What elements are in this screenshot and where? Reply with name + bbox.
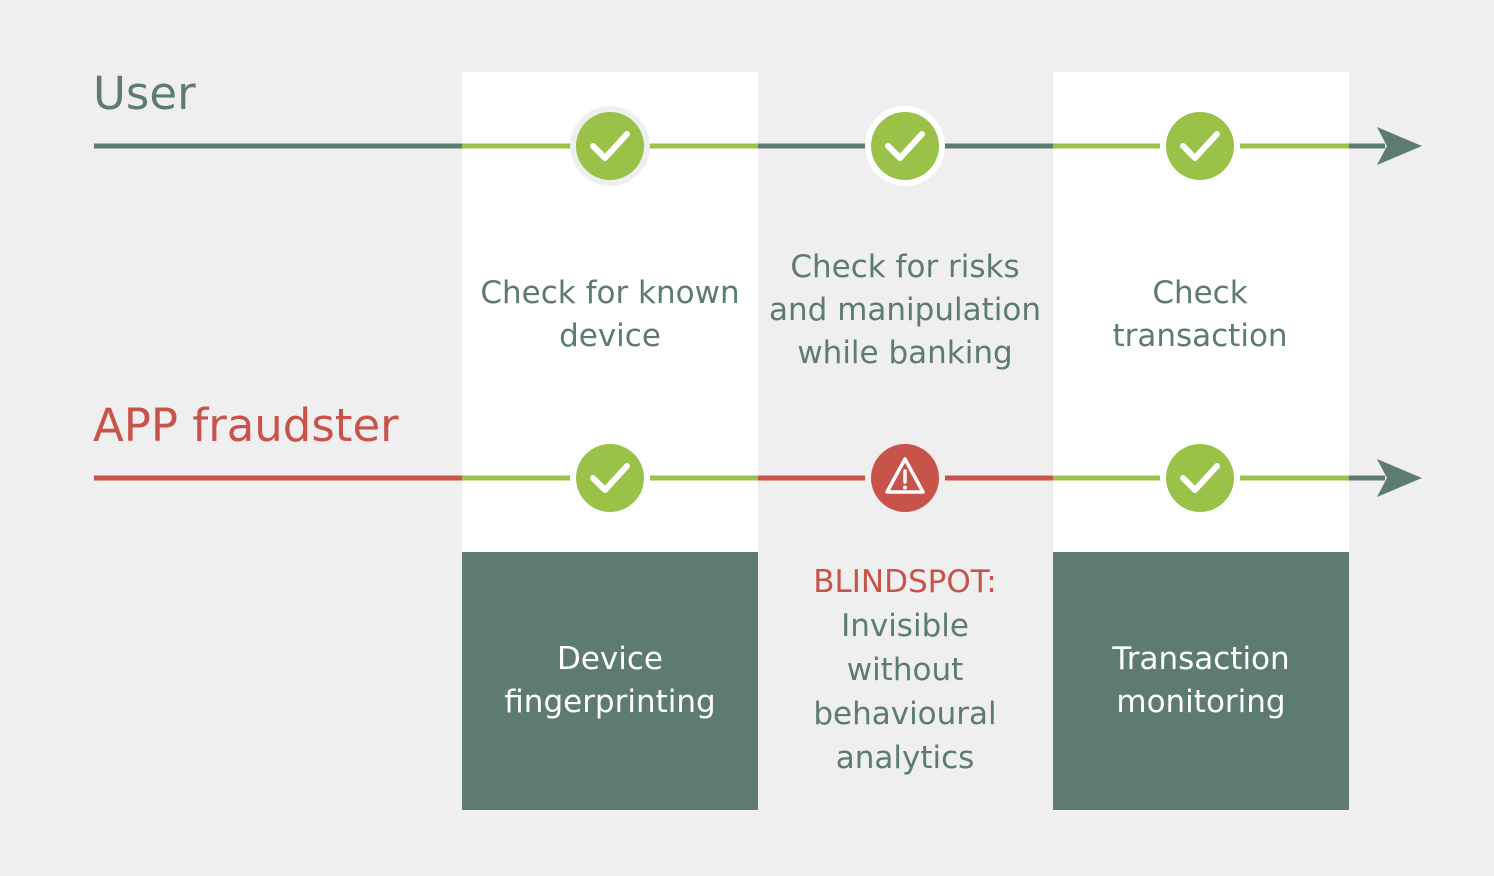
step-label-2: Check for risks and manipulation while b… (760, 245, 1050, 375)
device-fingerprinting-box: Device fingerprinting (462, 552, 758, 810)
blindspot-text: Invisible without behavioural analytics (813, 608, 997, 776)
arrow-head-icon (1377, 127, 1422, 165)
check-circle-icon (570, 106, 650, 186)
fraudster-row-label: APP fraudster (93, 399, 399, 452)
user-row-label: User (93, 67, 196, 120)
arrow-head-icon (1377, 459, 1422, 497)
box-label: Device fingerprinting (504, 641, 716, 720)
warning-circle-icon (865, 438, 945, 518)
step-label-text: Check transaction (1112, 275, 1288, 354)
blindspot-note: BLINDSPOT: Invisible without behavioural… (770, 560, 1040, 780)
check-circle-icon (1160, 106, 1240, 186)
blindspot-label: BLINDSPOT: (813, 564, 997, 600)
box-label: Transaction monitoring (1112, 641, 1290, 720)
transaction-monitoring-box: Transaction monitoring (1053, 552, 1349, 810)
check-circle-icon (865, 106, 945, 186)
step-label-3: Check transaction (1075, 250, 1325, 380)
check-circle-icon (1160, 438, 1240, 518)
step-label-text: Check for risks and manipulation while b… (769, 248, 1041, 371)
step-label-1: Check for known device (470, 250, 750, 380)
step-label-text: Check for known device (480, 275, 740, 354)
check-circle-icon (570, 438, 650, 518)
